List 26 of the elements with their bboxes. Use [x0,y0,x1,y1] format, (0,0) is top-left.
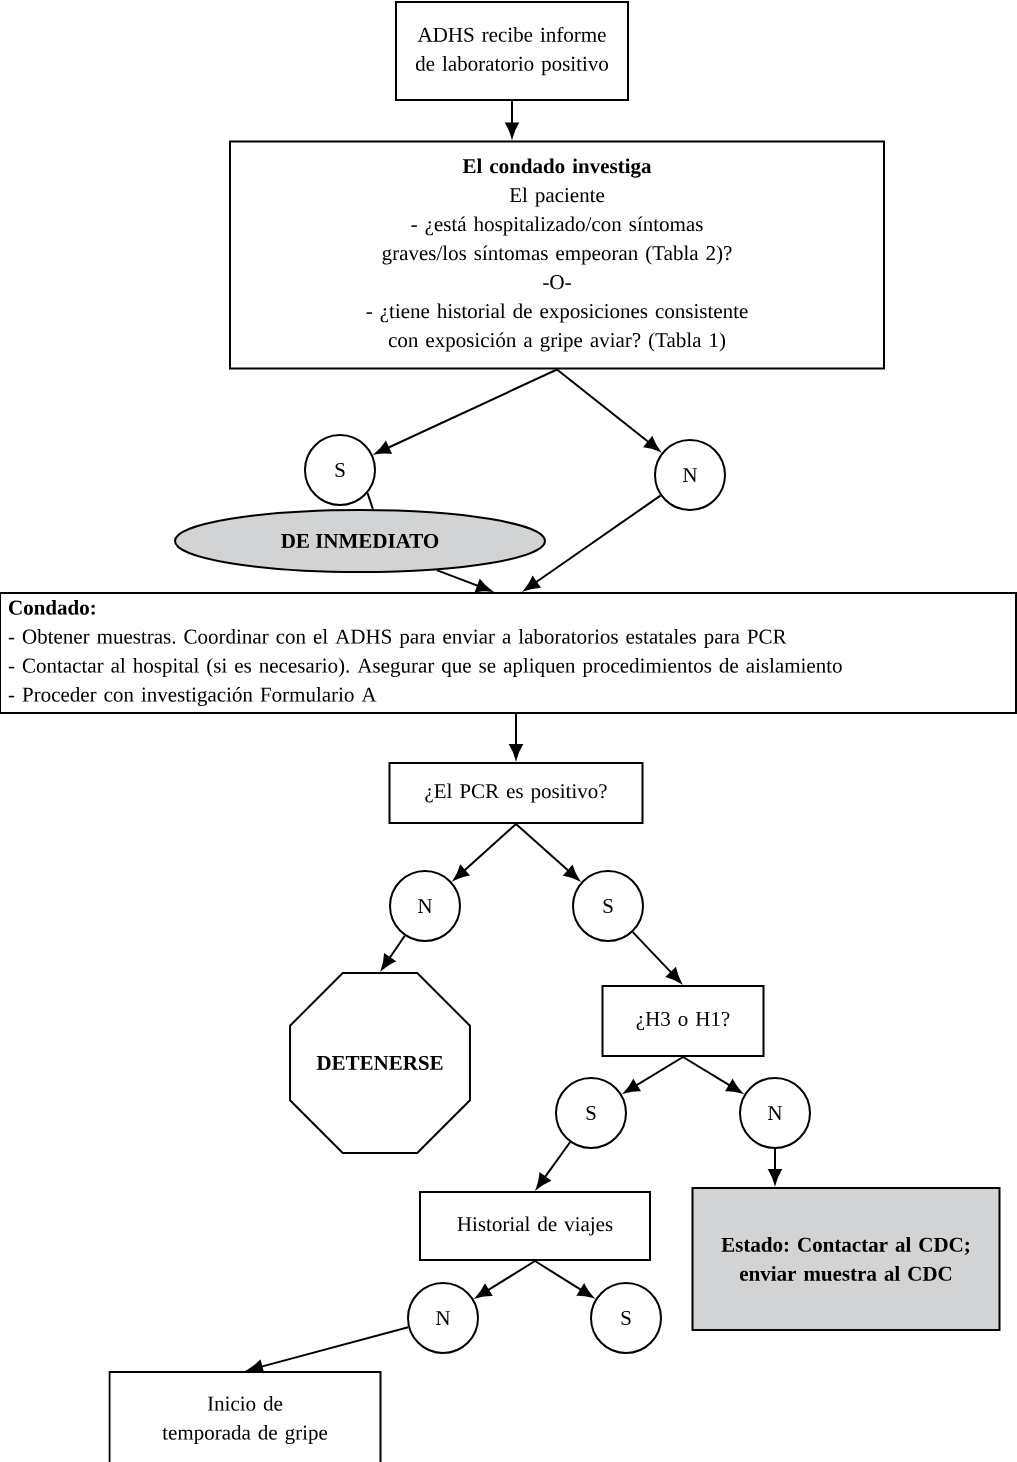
arrow [631,931,682,984]
arrow [247,1326,410,1374]
process-box: Inicio de temporada de gripe [108,1371,382,1462]
arrow [534,1260,594,1298]
process-box: ¿El PCR es positivo? [388,762,644,824]
arrow [556,368,660,452]
arrow [375,368,558,455]
arrow [509,713,523,760]
arrow [515,823,580,881]
arrow [623,1056,684,1094]
arrow [453,823,517,881]
arrow [381,934,406,970]
process-box: Condado: - Obtener muestras. Coordinar con el ADHS para enviar a laboratorios estatales para PCR - Contactar al hospital (si es necesario). Asegurar que se apliquen procedimientos de aislamiento - Proceder con investigación Formulario A [0,591,1017,715]
arrow [475,1260,536,1299]
process-box: Estado: Contactar al CDC; enviar muestra al CDC [691,1187,1001,1331]
arrow [682,1056,743,1094]
arrow [524,494,662,591]
process-box: ADHS recibe informe de laboratorio positivo [395,1,629,101]
arrow [505,100,519,138]
arrow [435,569,492,593]
arrow [768,1148,782,1185]
stop-octagon: DETENERSE [289,972,471,1154]
process-box: El condado investiga El paciente - ¿está hospitalizado/con síntomas graves/los síntomas empeoran (Tabla 2)? -O- - ¿tiene historial de exposiciones consistente con exposición a gripe aviar? (Tabla 1) [229,140,885,370]
process-box: Historial de viajes [419,1191,651,1261]
arrow [536,1141,571,1189]
process-box: ¿H3 o H1? [601,985,765,1057]
